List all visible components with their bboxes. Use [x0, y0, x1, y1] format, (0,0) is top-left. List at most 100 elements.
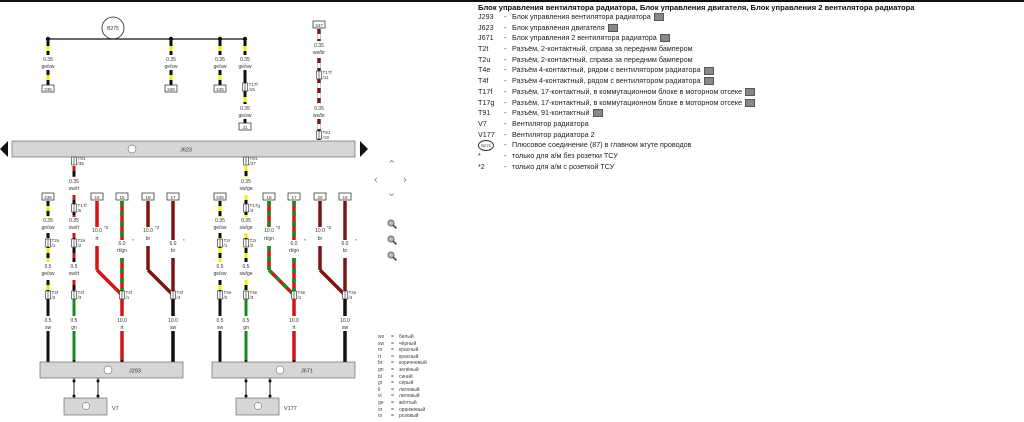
color-code: ws — [378, 334, 385, 340]
legend-item: J293-Блок управления вентилятора радиато… — [478, 12, 1018, 23]
pan-right-icon[interactable]: › — [403, 174, 407, 186]
camera-icon[interactable] — [703, 77, 714, 86]
wire-size: 10.0 — [289, 318, 299, 324]
connector-pin: /1 — [52, 243, 56, 248]
color-code: rs — [378, 413, 383, 420]
connector-name: T4e — [224, 290, 232, 295]
wire-note: * — [304, 238, 306, 243]
legend-item: *-только для а/м без розетки ТСУ — [478, 151, 1018, 162]
wire-color: sw — [170, 325, 177, 331]
pin-dot — [46, 359, 50, 363]
camera-icon[interactable] — [745, 87, 756, 96]
scroll-right-arrow[interactable] — [360, 141, 368, 157]
color-name: лиловый — [399, 386, 420, 393]
connector-box — [262, 192, 276, 201]
legend-code: * — [478, 150, 481, 160]
connector-box — [166, 192, 180, 201]
control-unit-label: J671 — [301, 369, 313, 375]
legend-desc-text: Плюсовое соединение (87) в главном жгуте… — [512, 140, 692, 150]
camera-icon[interactable] — [659, 34, 670, 43]
connector-pin: /1 — [224, 243, 228, 248]
connector-pin: /2 — [52, 295, 56, 300]
zoom-in-icon[interactable] — [387, 219, 397, 229]
wire-color: ws/br — [313, 113, 325, 119]
camera-icon[interactable] — [703, 66, 714, 75]
legend-desc-text: Вентилятор радиатора — [512, 118, 589, 128]
legend-item: J671-Блок управления 2 вентилятора радиа… — [478, 33, 1018, 44]
connector-name: T17g — [250, 203, 261, 208]
connector-box — [213, 84, 227, 93]
wire-note: *2 — [276, 225, 281, 230]
connector-box-label: 346 — [167, 87, 175, 92]
color-eq: = — [391, 399, 394, 406]
wire-note: * — [355, 238, 357, 243]
pin-dot — [268, 379, 272, 383]
wire-size: 10.0 — [315, 228, 325, 234]
connector-box-label: 335 — [44, 87, 52, 92]
color-name: оранжевый — [399, 406, 426, 413]
color-code: li — [378, 386, 381, 393]
legend-dash: - — [504, 44, 507, 54]
junction-dot — [242, 36, 248, 42]
connector-box-label: 17 — [291, 195, 297, 200]
connector-box-label: 18 — [145, 195, 151, 200]
wire-color: br — [146, 236, 151, 242]
wire-size: 0.35 — [43, 57, 53, 63]
wire-color: br — [343, 248, 348, 254]
camera-icon[interactable] — [592, 109, 603, 118]
wiring-diagram: B2750.35ge/sw3350.35ge/sw3460.35ge/sw345… — [11, 16, 357, 416]
legend-code: T91 — [478, 108, 491, 118]
connector-box — [287, 192, 301, 201]
connector-box-label: 18 — [266, 195, 272, 200]
legend-desc-text: Разъём, 17-контактный, в коммутационном … — [512, 86, 743, 96]
connector-name: T4f — [126, 290, 133, 295]
legend-item: T4e-Разъём 4-контактный, рядом с вентиля… — [478, 65, 1018, 76]
legend-item: J623-Блок управления двигателя — [478, 23, 1018, 34]
connector-name: T17f — [249, 82, 259, 87]
legend-item: T17g-Разъём, 17-контактный, в коммутацио… — [478, 98, 1018, 109]
color-name: лиловый — [399, 393, 420, 400]
pin-dot — [268, 394, 272, 398]
scroll-left-arrow[interactable] — [0, 141, 8, 157]
camera-icon[interactable] — [745, 98, 756, 107]
legend-item: T4f-Разъём 4-контактный, рядом с вентиля… — [478, 76, 1018, 87]
junction-dot — [217, 36, 223, 42]
pan-down-icon[interactable]: ⌄ — [387, 187, 397, 199]
legend-item: T2u-Разъём, 2-контактный, справа за пере… — [478, 55, 1018, 66]
zoom-fit-icon[interactable] — [387, 251, 397, 261]
splice-symbol-icon: B275 — [478, 140, 494, 152]
control-unit-label: J293 — [129, 369, 141, 375]
connector-box — [115, 192, 129, 201]
connector-name: T2s — [78, 238, 86, 243]
camera-icon[interactable] — [607, 23, 618, 32]
fan-motor-label: V177 — [284, 406, 297, 412]
pan-up-icon[interactable]: ⌃ — [387, 159, 397, 171]
color-legend-item: rs=розовый — [378, 413, 458, 420]
connector-box-label: 19 — [342, 195, 348, 200]
wire-color: rt/gn — [289, 248, 299, 254]
color-eq: = — [391, 347, 394, 354]
color-eq: = — [391, 386, 394, 393]
wire-note: *2 — [155, 225, 160, 230]
wire-color: br — [318, 236, 323, 242]
connector-box — [164, 84, 178, 93]
connector-name: T17f — [323, 70, 333, 75]
connector-box — [213, 192, 227, 201]
wire-color: sw/rt — [69, 271, 80, 277]
camera-icon[interactable] — [653, 13, 664, 22]
wire-size: 10.0 — [264, 228, 274, 234]
wire-size: 0.5 — [71, 264, 78, 270]
color-legend-item: or=оранжевый — [378, 407, 458, 414]
wire-size: 0.35 — [314, 43, 324, 49]
legend-item: *2-только для а/м с розеткой ТСУ — [478, 162, 1018, 173]
pan-left-icon[interactable]: ‹ — [374, 174, 378, 186]
legend-dash: - — [504, 161, 507, 171]
legend-dash: - — [504, 65, 507, 75]
legend-dash: - — [504, 108, 507, 118]
legend-code: *2 — [478, 161, 485, 171]
wire-color: ge/sw — [41, 64, 54, 70]
wire-color: ws/br — [313, 50, 325, 56]
zoom-out-icon[interactable] — [387, 235, 397, 245]
connector-box — [90, 192, 104, 201]
